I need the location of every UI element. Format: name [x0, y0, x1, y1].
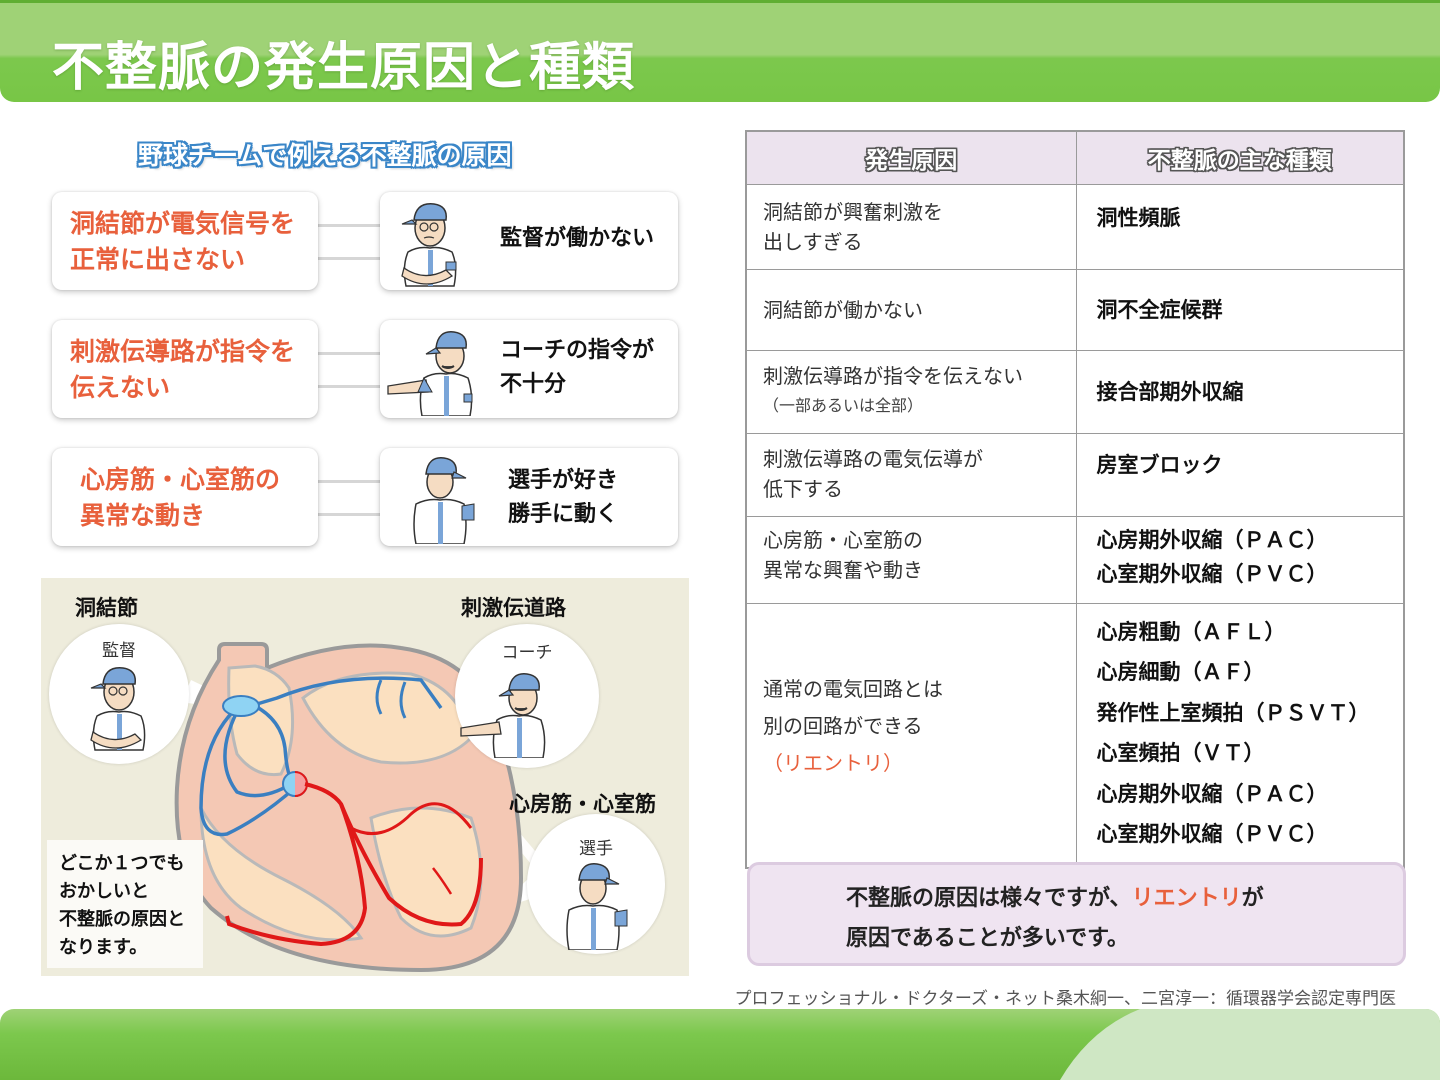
diagram-note: どこか１つでも おかしいと 不整脈の原因と なります。	[47, 840, 203, 968]
player-figure-icon	[566, 863, 628, 950]
cause-card-3: 心房筋・心室筋の 異常な動き	[52, 448, 318, 546]
coach-bubble: コーチ	[455, 624, 599, 768]
header-cause: 発生原因	[745, 130, 1077, 185]
analogy-card-3: 選手が好き 勝手に動く	[380, 448, 678, 546]
reentry-label: （リエントリ）	[763, 750, 903, 775]
footer-banner	[0, 1009, 1440, 1080]
sinus-node-label: 洞結節	[75, 596, 138, 620]
conduction-path-label: 刺激伝道路	[461, 596, 566, 620]
analogy-card-1: 監督が働かない	[380, 192, 678, 290]
cause-cell: 刺激伝導路が指令を伝えない （一部あるいは全部）	[745, 349, 1077, 434]
analogy-text-1: 監督が働かない	[500, 226, 655, 251]
analogy-text-3: 選手が好き 勝手に動く	[508, 468, 619, 527]
manager-bubble: 監督	[49, 624, 189, 764]
reentry-highlight: リエントリ	[1131, 886, 1242, 911]
cause-cell: 心房筋・心室筋の 異常な興奮や動き	[745, 515, 1077, 604]
title-banner: 不整脈の発生原因と種類	[0, 0, 1440, 102]
analogy-section-heading: 野球チームで例える不整脈の原因	[138, 141, 512, 170]
muscle-label: 心房筋・心室筋	[509, 792, 656, 816]
page-title: 不整脈の発生原因と種類	[52, 38, 636, 98]
analogy-card-2: コーチの指令が 不十分	[380, 320, 678, 418]
cause-cell: 刺激伝導路の電気伝導が 低下する	[745, 432, 1077, 517]
coach-figure-icon	[460, 673, 546, 758]
table-row: 通常の電気回路とは 別の回路ができる （リエントリ） 心房粗動（ＡＦＬ） 心房細…	[745, 602, 1405, 868]
table-row: 心房筋・心室筋の 異常な興奮や動き 心房期外収縮（ＰＡＣ） 心室期外収縮（ＰＶＣ…	[745, 515, 1405, 604]
heart-illustration-icon	[174, 642, 541, 973]
table-row: 洞結節が興奮刺激を 出しすぎる 洞性頻脈	[745, 183, 1405, 270]
analogy-text-2: コーチの指令が 不十分	[500, 338, 655, 397]
table-row: 洞結節が働かない 洞不全症候群	[745, 268, 1405, 351]
types-cell: 洞性頻脈	[1075, 183, 1405, 270]
coach-figure-icon	[387, 331, 473, 416]
cause-card-2: 刺激伝導路が指令を 伝えない	[52, 320, 318, 418]
cause-cell: 洞結節が興奮刺激を 出しすぎる	[745, 183, 1077, 270]
summary-box: 不整脈の原因は様々ですが、リエントリが 原因であることが多いです。	[747, 862, 1406, 966]
row1-connector	[318, 224, 380, 260]
cause-text-2: 刺激伝導路が指令を 伝えない	[70, 337, 296, 402]
heart-diagram: 洞結節 刺激伝道路 心房筋・心室筋 監督 コーチ 選手	[41, 578, 689, 976]
table-header-row: 発生原因 不整脈の主な種類	[745, 130, 1405, 185]
player-figure-icon	[413, 457, 475, 544]
cause-cell: 通常の電気回路とは 別の回路ができる （リエントリ）	[745, 602, 1077, 868]
footer-swoosh-icon	[1060, 1009, 1440, 1080]
types-cell: 心房粗動（ＡＦＬ） 心房細動（ＡＦ） 発作性上室頻拍（ＰＳＶＴ） 心室頻拍（ＶＴ…	[1075, 602, 1405, 868]
types-cell: 心房期外収縮（ＰＡＣ） 心室期外収縮（ＰＶＣ）	[1075, 515, 1405, 604]
table-row: 刺激伝導路が指令を伝えない （一部あるいは全部） 接合部期外収縮	[745, 349, 1405, 434]
types-cell: 接合部期外収縮	[1075, 349, 1405, 434]
cause-text-1: 洞結節が電気信号を 正常に出さない	[70, 209, 296, 274]
player-bubble: 選手	[527, 814, 665, 954]
cause-text-3: 心房筋・心室筋の 異常な動き	[80, 465, 281, 530]
arrhythmia-table: 発生原因 不整脈の主な種類 洞結節が興奮刺激を 出しすぎる 洞性頻脈 洞結節が働…	[745, 130, 1405, 869]
manager-figure-icon	[90, 667, 146, 751]
table-row: 刺激伝導路の電気伝導が 低下する 房室ブロック	[745, 432, 1405, 517]
types-cell: 房室ブロック	[1075, 432, 1405, 517]
row2-connector	[318, 352, 380, 388]
cause-cell: 洞結節が働かない	[745, 268, 1077, 351]
cause-card-1: 洞結節が電気信号を 正常に出さない	[52, 192, 318, 290]
header-types: 不整脈の主な種類	[1075, 130, 1405, 185]
manager-figure-icon	[401, 203, 457, 287]
row3-connector	[318, 480, 380, 516]
summary-text: 不整脈の原因は様々ですが、リエントリが 原因であることが多いです。	[846, 886, 1264, 951]
source-citation: プロフェッショナル・ドクターズ・ネット桑木絅一、二宮淳一：循環器学会認定専門医	[734, 989, 1396, 1009]
types-cell: 洞不全症候群	[1075, 268, 1405, 351]
